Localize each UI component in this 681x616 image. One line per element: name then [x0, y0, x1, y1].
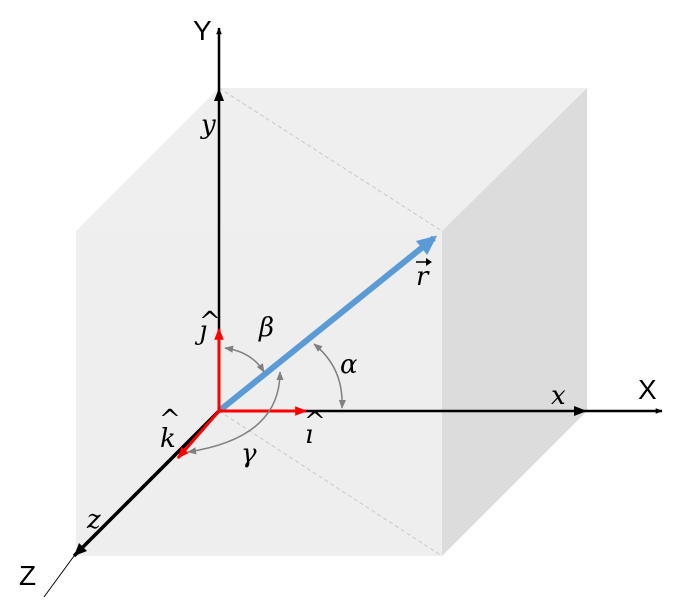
- angle-gamma-label: γ: [241, 439, 257, 469]
- hat-icon: ^: [159, 405, 181, 435]
- angle-arc-gamma: [187, 371, 284, 455]
- hat-icon: ^: [304, 407, 326, 437]
- x-axis-inner-arrowhead: [574, 406, 587, 416]
- angle-arc-beta: [224, 345, 265, 373]
- unit-vector-i-label: ı: [305, 420, 313, 450]
- dashed-edge-top: [218, 87, 443, 232]
- cube-front-face: [76, 231, 442, 556]
- angle-alpha-label: α: [340, 350, 358, 380]
- cube-top-face: [76, 88, 587, 231]
- z-axis-label: z: [86, 505, 101, 535]
- unit-vector-k-label: k: [160, 424, 176, 454]
- y-axis-label: y: [200, 110, 216, 140]
- z-axis-thin: [43, 555, 75, 598]
- hat-icon: ^: [199, 307, 221, 337]
- x-axis-label: x: [551, 381, 566, 411]
- angle-arc-alpha: [313, 343, 346, 409]
- angle-beta-label: β: [258, 313, 274, 343]
- position-vector-label: r: [416, 262, 430, 292]
- z-axis-inner-arrowhead: [74, 543, 87, 556]
- right-arrow-icon: [416, 258, 432, 266]
- z-axis-caption: Z: [19, 560, 36, 591]
- cube-side-face: [442, 88, 587, 556]
- y-axis-inner-arrowhead: [214, 88, 224, 101]
- x-axis-caption: X: [638, 374, 657, 405]
- y-axis-caption: Y: [193, 15, 212, 46]
